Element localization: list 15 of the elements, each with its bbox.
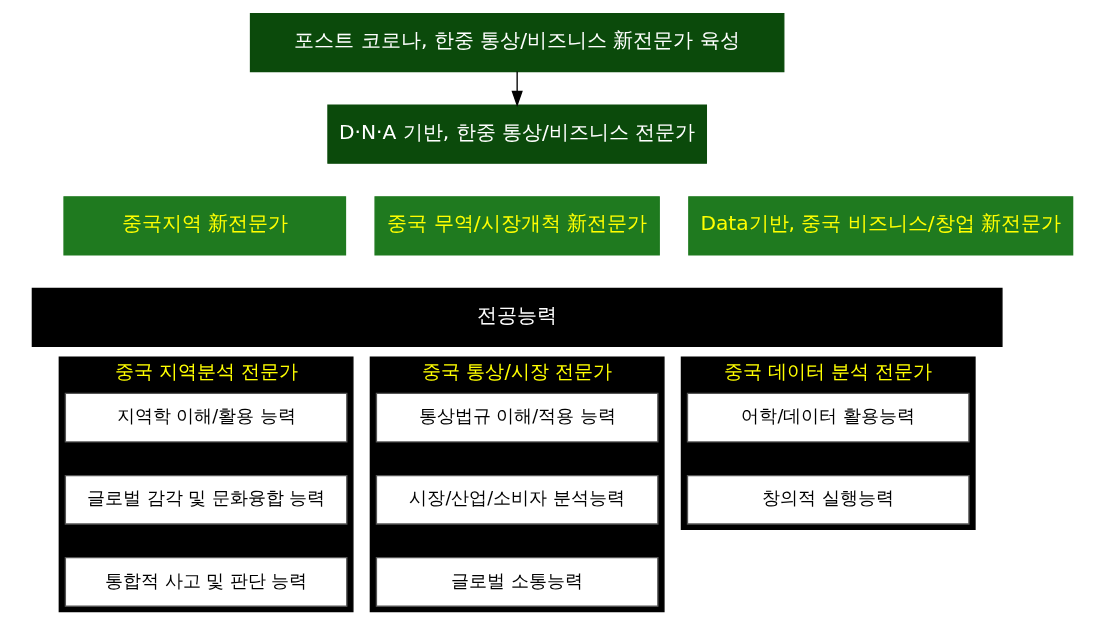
node-box: 포스트 코로나, 한중 통상/비즈니스 新전문가 육성 [249, 13, 785, 73]
node-box: D·N·A 기반, 한중 통상/비즈니스 전문가 [327, 104, 708, 164]
node-box: 중국지역 新전문가 [63, 196, 347, 256]
node-box: 지역학 이해/활용 능력 [64, 392, 348, 443]
node-box: 글로벌 감각 및 문화융합 능력 [64, 474, 348, 525]
node-box: 글로벌 소통능력 [375, 557, 659, 607]
node-box: 전공능력 [31, 287, 1003, 347]
node-box: 시장/산업/소비자 분석능력 [375, 474, 659, 525]
node-box: 중국 무역/시장개척 新전문가 [374, 196, 660, 256]
node-box: 창의적 실행능력 [686, 474, 970, 525]
node-box: 통상법규 이해/적용 능력 [375, 392, 659, 443]
arrow [511, 70, 523, 107]
node-box: 어학/데이터 활용능력 [686, 392, 970, 443]
node-box: Data기반, 중국 비즈니스/창업 新전문가 [688, 196, 1074, 256]
node-box: 통합적 사고 및 판단 능력 [64, 557, 348, 607]
